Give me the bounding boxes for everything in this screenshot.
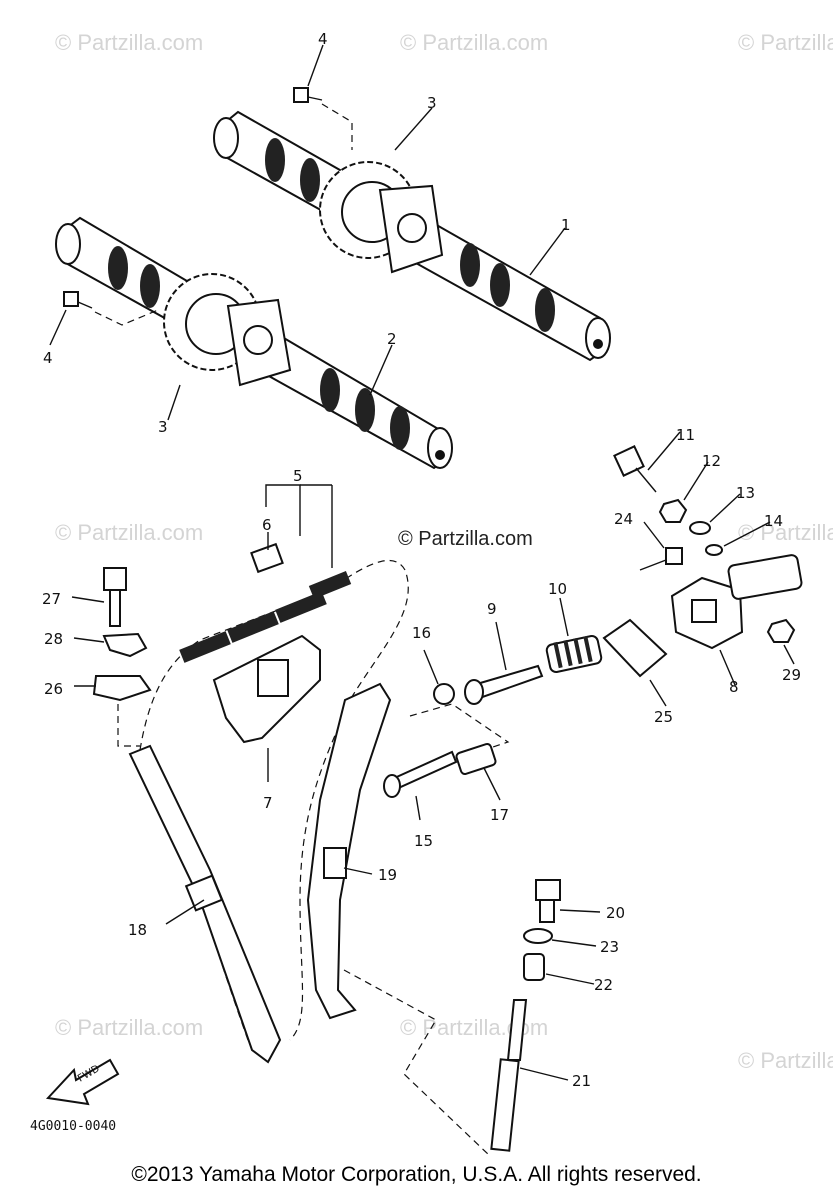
watermark: © Partzilla.com: [55, 520, 203, 545]
part-number-labels: 1 2 3 3 4 4 5 6 7 8 9 10 11 12 13 14 15 …: [42, 30, 801, 1090]
spring-10: [545, 597, 603, 673]
plate-26: [74, 675, 152, 747]
bolt-20: [535, 879, 601, 923]
part-label: 23: [600, 938, 619, 956]
part-label: 1: [561, 216, 571, 234]
part-label: 7: [263, 794, 273, 812]
chain-guide-front: [306, 682, 392, 1020]
gasket: [602, 618, 668, 707]
part-label: 14: [764, 512, 783, 530]
part-label: 15: [414, 832, 433, 850]
pin-21: [343, 969, 569, 1157]
watermark: © Partzilla.com: [400, 30, 548, 55]
part-label: 3: [158, 418, 168, 436]
watermark: © Partzilla.com: [55, 30, 203, 55]
forward-arrow: FWD: [45, 1058, 120, 1106]
rod-15: [383, 750, 458, 821]
part-label: 21: [572, 1072, 591, 1090]
copyright-notice: ©2013 Yamaha Motor Corporation, U.S.A. A…: [131, 1163, 702, 1186]
timing-chain: [139, 542, 409, 1041]
watermark: © Partzilla.com: [738, 520, 833, 545]
washer-23: [523, 928, 597, 947]
master-link: [250, 542, 284, 574]
tensioner-screw: [639, 521, 683, 571]
o-ring: [705, 521, 771, 556]
part-label: 4: [318, 30, 328, 48]
part-label: 5: [293, 467, 303, 485]
tensioner-nut: [658, 461, 709, 523]
part-label: 28: [44, 630, 63, 648]
part-label: 17: [490, 806, 509, 824]
chain-guide-upper: [212, 634, 321, 744]
diagram-code: 4G0010-0040: [30, 1119, 116, 1134]
part-label: 9: [487, 600, 497, 618]
sprocket-bolt-upper: [293, 87, 323, 103]
part-label: 13: [736, 484, 755, 502]
part-label: 26: [44, 680, 63, 698]
part-label: 16: [412, 624, 431, 642]
part-label: 6: [262, 516, 272, 534]
watermark: © Partzilla.com: [55, 1015, 203, 1040]
part-label: 2: [387, 330, 397, 348]
part-label: 27: [42, 590, 61, 608]
part-label: 4: [43, 349, 53, 367]
part-label: 22: [594, 976, 613, 994]
sprocket-bolt-lower: [63, 291, 93, 309]
bolt-27: [71, 567, 127, 627]
part-label: 3: [427, 94, 437, 112]
chain-guide-rear: [128, 744, 282, 1064]
part-label: 10: [548, 580, 567, 598]
push-rod-9: [464, 621, 544, 705]
part-label: 25: [654, 708, 673, 726]
part-label: 29: [782, 666, 801, 684]
plate-28: [73, 632, 148, 658]
watermark: © Partzilla.com: [400, 1015, 548, 1040]
spring-17: [455, 743, 501, 801]
cam-sprocket-upper: [319, 161, 444, 274]
part-label: 19: [378, 866, 397, 884]
watermark: © Partzilla.com: [738, 1048, 833, 1073]
watermark: © Partzilla.com: [738, 30, 833, 55]
tensioner-bolt: [613, 431, 681, 493]
tensioner-nut-29: [766, 618, 796, 665]
spring-22: [523, 953, 595, 985]
part-label: 24: [614, 510, 633, 528]
part-label: 20: [606, 904, 625, 922]
part-label: 18: [128, 921, 147, 939]
tensioner-housing: [670, 554, 803, 686]
watermarks: © Partzilla.com © Partzilla.com © Partzi…: [55, 30, 833, 1073]
part-label: 12: [702, 452, 721, 470]
washer: [689, 493, 741, 535]
cap-16: [409, 649, 510, 757]
part-label: 8: [729, 678, 739, 696]
part-label: 11: [676, 426, 695, 444]
watermark-center: © Partzilla.com: [398, 528, 533, 550]
cam-sprocket-lower: [163, 273, 292, 387]
